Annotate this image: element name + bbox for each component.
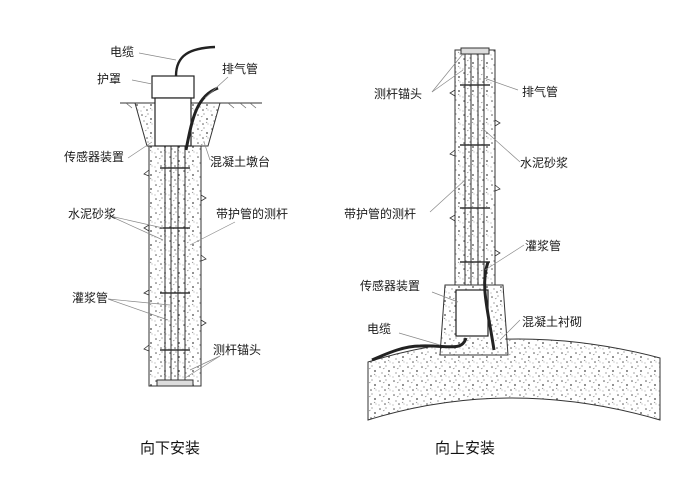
label-rod-anchor: 测杆锚头 xyxy=(213,342,261,357)
left-cover-box xyxy=(151,75,195,99)
caption-downward: 向下安装 xyxy=(140,439,200,457)
right-assembly: 测杆锚头 排气管 水泥砂浆 带护管的测杆 灌浆管 传感器装置 混凝土衬砌 电缆 … xyxy=(344,47,661,457)
right-sensor-box xyxy=(455,289,489,337)
left-vent-pipe xyxy=(184,86,219,151)
label-sleeved-rod: 带护管的测杆 xyxy=(216,206,288,221)
label-cable: 电缆 xyxy=(110,45,134,59)
right-rod-couplers xyxy=(460,84,490,263)
label-right-rod-anchor: 测杆锚头 xyxy=(374,86,422,101)
label-right-concrete-lining: 混凝土衬砌 xyxy=(522,314,582,329)
right-concrete-lining xyxy=(367,338,661,421)
caption-upward: 向上安装 xyxy=(435,439,495,457)
label-right-grout-pipe: 灌浆管 xyxy=(525,238,561,253)
label-cement-mortar: 水泥砂浆 xyxy=(68,206,116,221)
left-cable xyxy=(174,45,216,77)
left-leaders xyxy=(107,52,236,379)
label-vent-pipe: 排气管 xyxy=(222,61,258,76)
label-right-vent-pipe: 排气管 xyxy=(522,84,558,99)
label-grout-pipe: 灌浆管 xyxy=(72,290,108,305)
left-rod-anchor xyxy=(156,379,194,387)
label-right-sleeved-rod: 带护管的测杆 xyxy=(344,206,416,221)
label-cover: 护罩 xyxy=(97,72,121,86)
label-concrete-pier: 混凝土墩台 xyxy=(210,154,270,169)
right-leaders xyxy=(398,54,525,346)
label-sensor: 传感器装置 xyxy=(64,149,124,164)
left-sensor-box xyxy=(154,97,192,147)
right-borehole-jags xyxy=(449,89,501,257)
label-right-cement-mortar: 水泥砂浆 xyxy=(520,155,568,170)
left-assembly: 电缆 护罩 排气管 传感器装置 混凝土墩台 水泥砂浆 带护管的测杆 灌浆管 测杆… xyxy=(64,45,288,457)
left-rods xyxy=(164,146,186,384)
right-rod-anchor xyxy=(460,47,490,55)
left-borehole-jags xyxy=(143,169,207,352)
label-right-sensor: 传感器装置 xyxy=(360,278,420,293)
left-rod-couplers xyxy=(160,167,190,351)
label-right-cable: 电缆 xyxy=(367,322,391,336)
right-rods xyxy=(464,52,485,290)
right-cable xyxy=(371,337,468,362)
